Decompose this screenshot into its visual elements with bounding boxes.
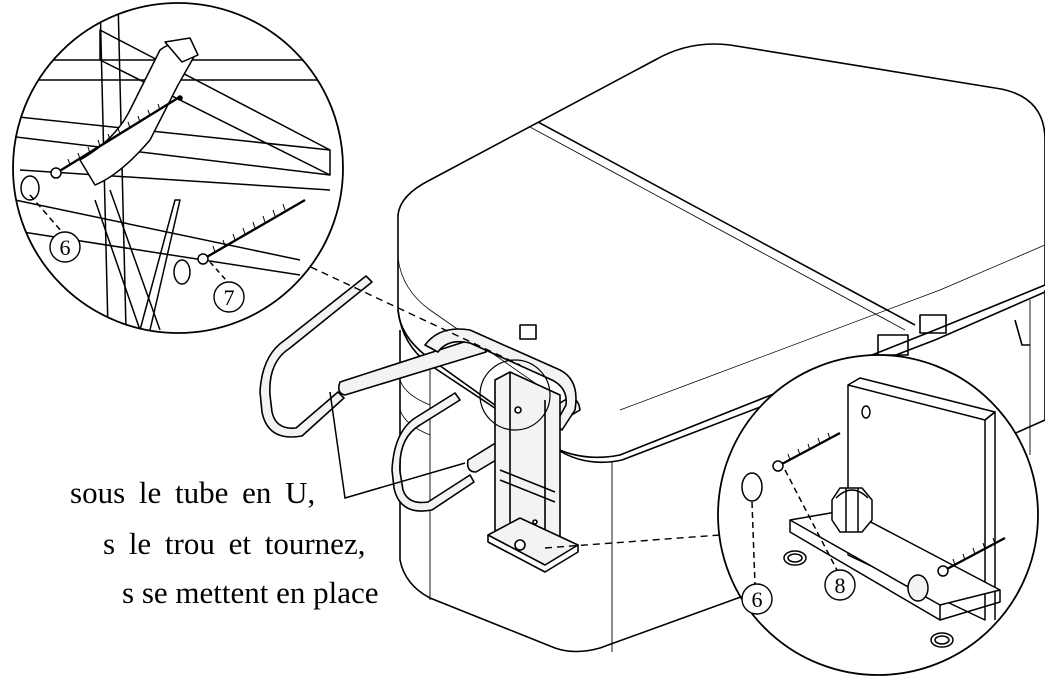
wood-screw-6 — [50, 96, 179, 179]
svg-text:8: 8 — [835, 573, 846, 598]
detail-nut — [831, 487, 873, 533]
detail-view-top-left: 6 7 — [12, 2, 344, 334]
u-tube-handle — [259, 275, 373, 438]
u-tube-handle-lower — [391, 392, 475, 512]
u-tube-leader-line — [329, 391, 466, 499]
wood-screw-7 — [197, 198, 306, 265]
svg-text:7: 7 — [224, 285, 235, 310]
detail-cap-hole — [20, 175, 40, 201]
svg-text:6: 6 — [60, 235, 71, 260]
handrail-assembly — [259, 275, 581, 573]
callout-part-6-bottom: 6 — [741, 583, 773, 615]
callout-part-8: 8 — [824, 569, 856, 601]
hot-tub-cover-seam — [537, 121, 916, 326]
instruction-line-2: s le trou et tournez, — [103, 526, 366, 561]
instruction-line-1: sous le tube en U, — [70, 475, 316, 510]
callout-part-7: 7 — [213, 281, 245, 313]
svg-text:6: 6 — [752, 587, 763, 612]
wood-screw-8-upper — [772, 431, 841, 472]
joint-detail-marker — [479, 359, 551, 431]
wood-screw-8-lower — [937, 536, 1006, 577]
detail-view-bottom-right: 6 8 — [717, 354, 1039, 676]
hot-tub-cabinet — [399, 330, 761, 653]
instruction-line-3: s se mettent en place — [122, 575, 379, 610]
callout-part-6-top: 6 — [49, 231, 81, 263]
detail-cap-plug — [741, 472, 763, 502]
